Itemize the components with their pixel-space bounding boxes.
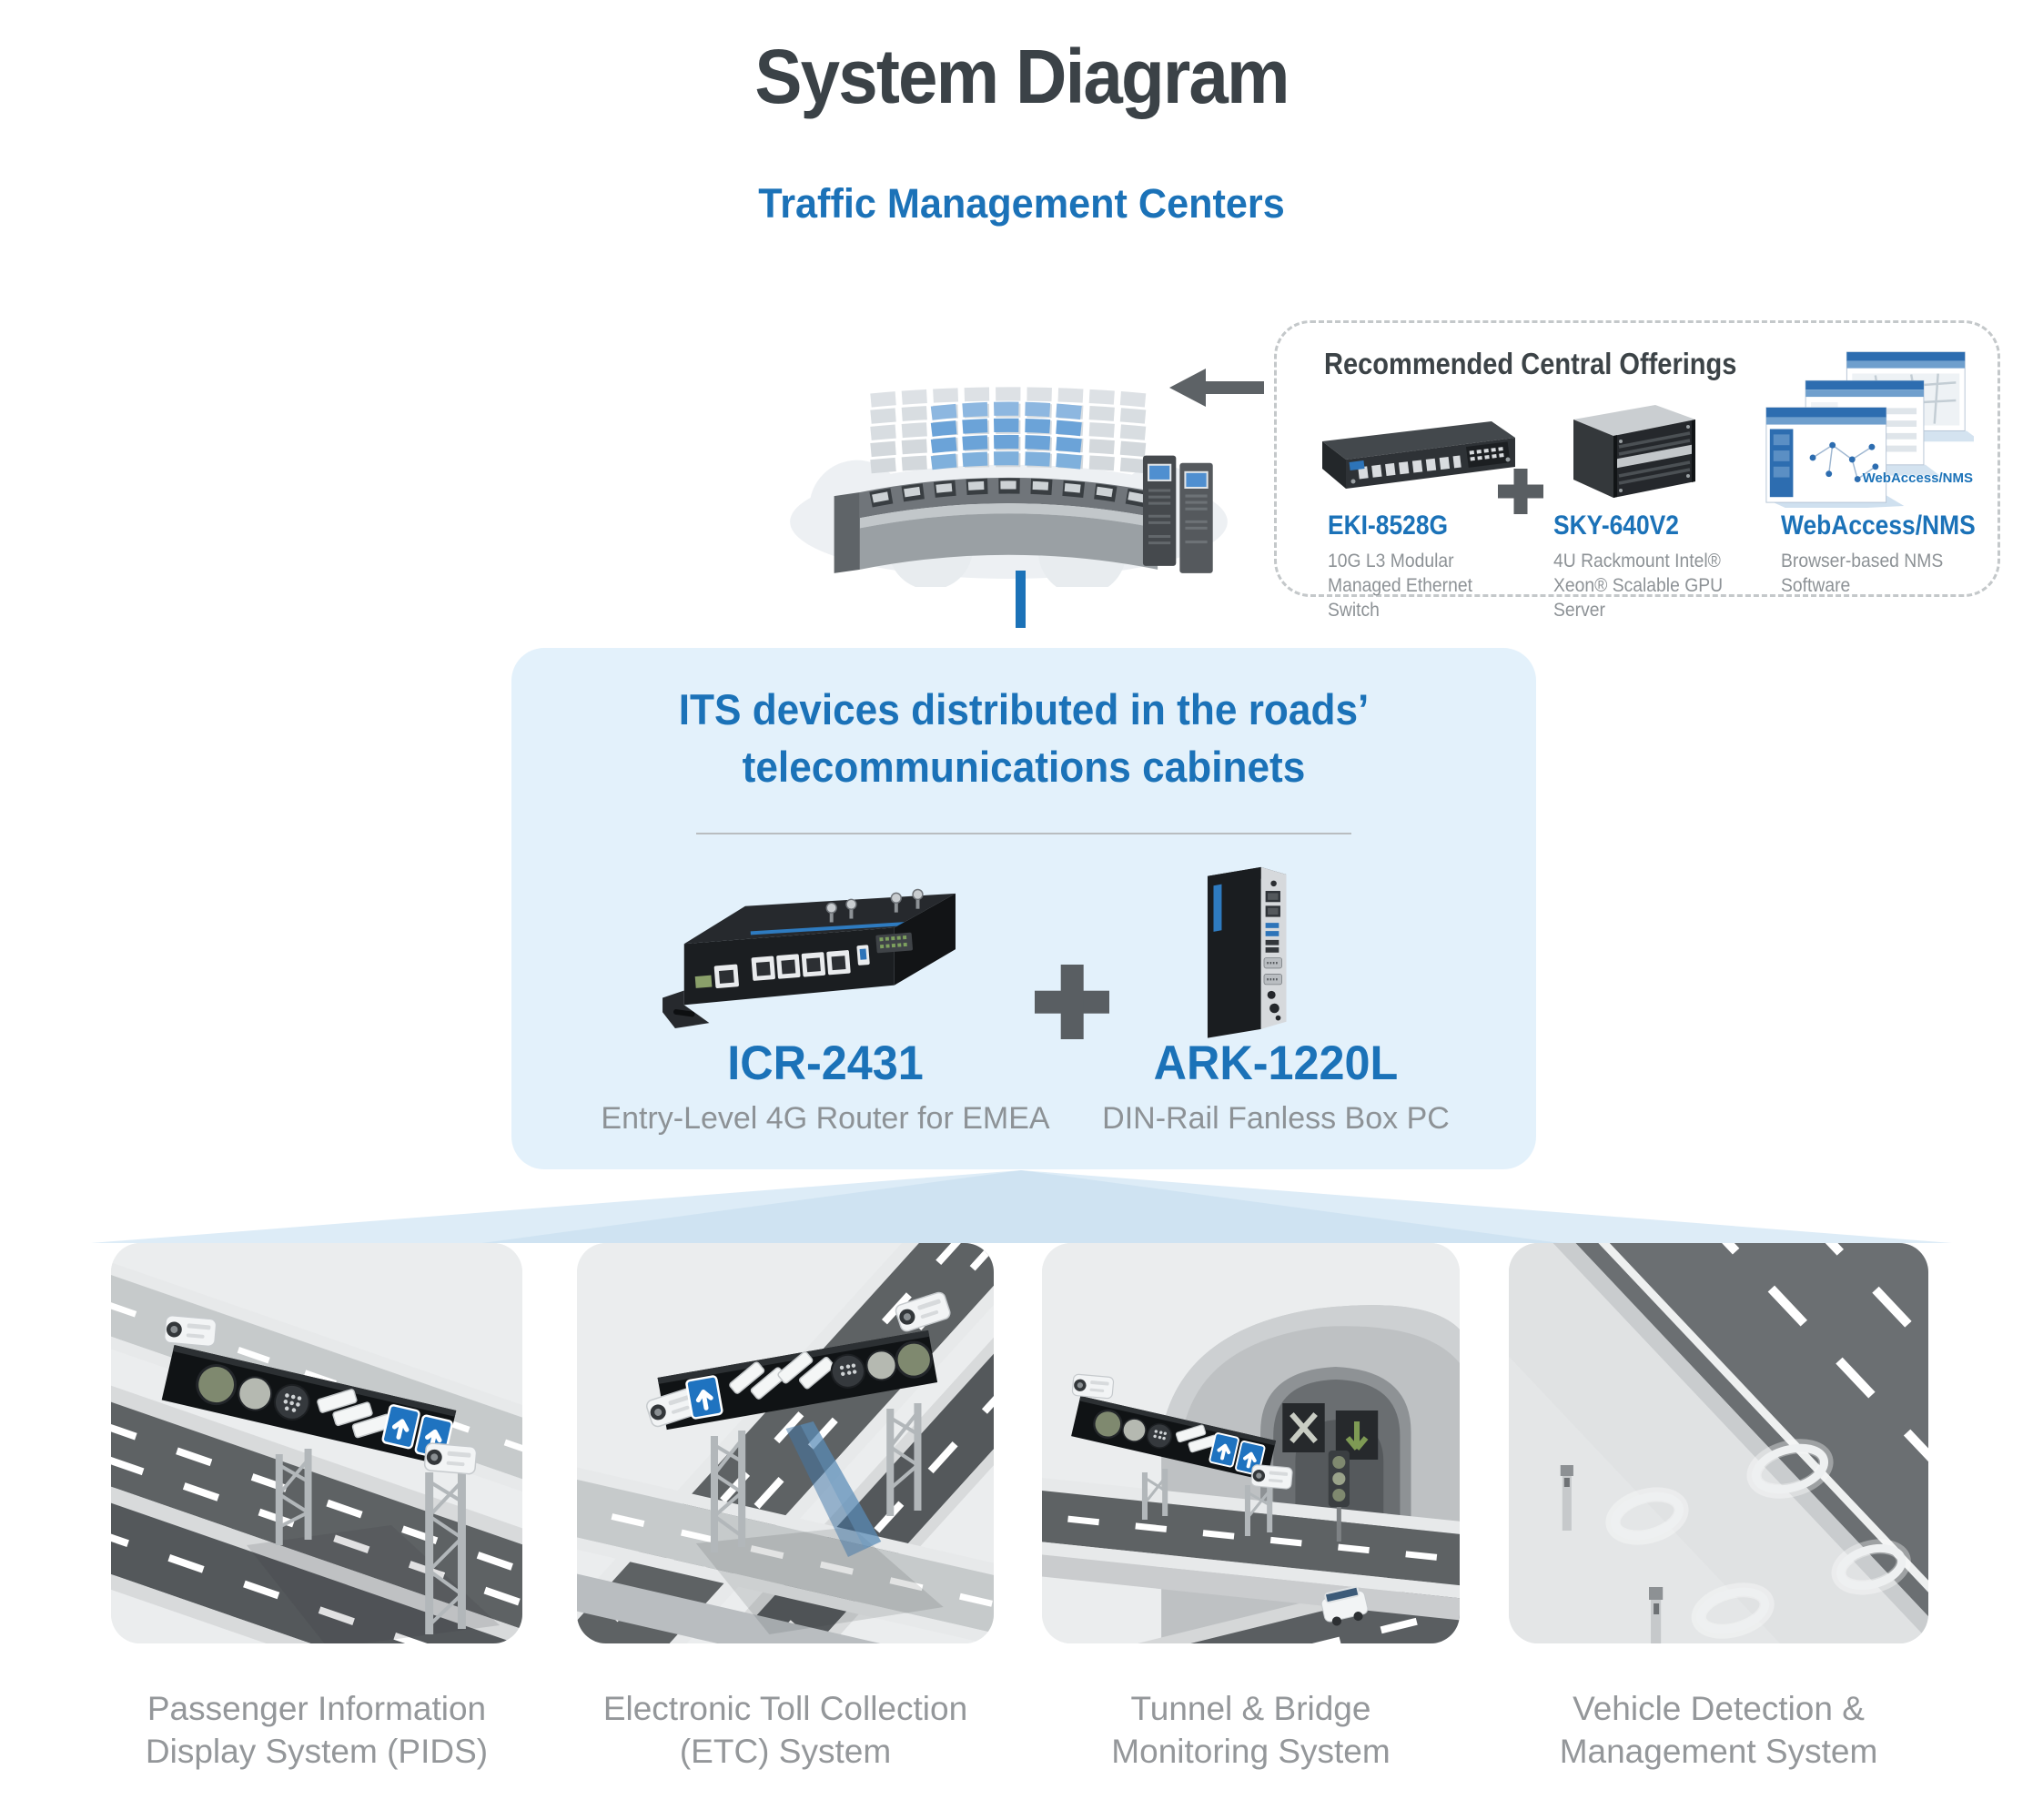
router-image [662, 888, 956, 1029]
camera-icon [1249, 1463, 1294, 1491]
box-pc-ports [1263, 880, 1282, 1021]
caption-etc: Electronic Toll Collection (ETC) System [577, 1687, 994, 1773]
vehicle-detection-illustration [1509, 1243, 1928, 1643]
caption-line: Management System [1559, 1733, 1878, 1770]
gantry-board [1071, 1373, 1294, 1491]
caption-line: Monitoring System [1111, 1733, 1391, 1770]
camera-icon [1071, 1373, 1115, 1400]
product-desc-eki: 10G L3 Modular Managed Ethernet Switch [1328, 551, 1472, 621]
camera-icon [163, 1314, 217, 1348]
page-subtitle: Traffic Management Centers [758, 180, 1285, 227]
caption-line: Electronic Toll Collection [602, 1690, 968, 1727]
webaccess-watermark: WebAccess/NMS [1862, 470, 1973, 486]
caption-pids: Passenger Information Display System (PI… [111, 1687, 522, 1773]
app-panel-tunnel [1042, 1243, 1460, 1643]
pids-illustration [111, 1243, 522, 1643]
product-desc-webaccess: Browser-based NMS Software [1781, 551, 1944, 596]
gpu-server-image [1573, 405, 1695, 498]
cross-road [577, 1429, 994, 1643]
gantry-board [161, 1314, 478, 1476]
gantry-legs [1141, 1469, 1273, 1536]
router-ports [694, 932, 913, 988]
its-title-line1: ITS devices distributed in the roads’ [678, 685, 1370, 733]
divider [696, 833, 1351, 834]
product-desc-sky: 4U Rackmount Intel® Xeon® Scalable GPU S… [1553, 551, 1724, 621]
caption-line: Tunnel & Bridge [1130, 1690, 1371, 1727]
gantry-board [644, 1289, 953, 1431]
gantry-legs [275, 1449, 466, 1634]
vms-modules [317, 1389, 393, 1439]
caption-vehicle-detection: Vehicle Detection & Management System [1509, 1687, 1928, 1773]
product-desc-ark: DIN-Rail Fanless Box PC [1102, 1101, 1450, 1136]
roads [111, 1243, 522, 1643]
loop-sensors [1605, 1439, 1911, 1639]
etc-illustration [577, 1243, 994, 1643]
arrow-bar [1206, 381, 1264, 394]
caption-line: Passenger Information [147, 1690, 487, 1727]
vms-modules [729, 1350, 834, 1400]
caption-tunnel: Tunnel & Bridge Monitoring System [1042, 1687, 1460, 1773]
product-desc-icr: Entry-Level 4G Router for EMEA [601, 1101, 1050, 1136]
camera-icon [423, 1441, 478, 1476]
toll-scan-beam [785, 1421, 882, 1557]
control-center-illustration [790, 387, 1228, 587]
van [1320, 1586, 1369, 1626]
console-desk [834, 477, 1158, 573]
app-panel-vehicle-detection [1509, 1243, 1928, 1643]
recommended-central-offerings-panel: Recommended Central Offerings [1274, 320, 2000, 621]
its-title-line2: telecommunications cabinets [742, 743, 1306, 791]
plus-icon [1035, 965, 1109, 1039]
product-name-webaccess: WebAccess/NMS [1781, 511, 1976, 541]
bridge-road [1042, 1466, 1460, 1633]
video-wall [870, 387, 1148, 474]
left-arrow-icon [1169, 369, 1266, 407]
tunnel-illustration [1042, 1243, 1460, 1643]
arrow-head [1169, 369, 1206, 407]
ethernet-switch-image [1322, 421, 1515, 489]
matrix-sign-dots [283, 1393, 302, 1412]
product-name-sky: SKY-640V2 [1553, 511, 1679, 541]
antenna-icons [825, 888, 924, 923]
fan-connector [91, 1170, 1952, 1243]
roadside-posts [1560, 1465, 1664, 1643]
caption-line: Display System (PIDS) [145, 1733, 489, 1770]
plus-icon [1498, 469, 1543, 514]
server-racks [1142, 455, 1213, 573]
lower-road [1042, 1501, 1460, 1643]
gantry-legs [710, 1403, 922, 1552]
product-name-ark: ARK-1220L [1153, 1036, 1399, 1090]
page-title: System Diagram [754, 34, 1290, 119]
product-name-eki: EKI-8528G [1328, 511, 1449, 541]
product-name-icr: ICR-2431 [727, 1036, 924, 1090]
lane-closed-sign [1282, 1403, 1325, 1452]
app-panel-pids [111, 1243, 522, 1643]
road [1509, 1243, 1928, 1643]
its-devices-panel: ITS devices distributed in the roads’ te… [511, 648, 1536, 1169]
app-panel-etc [577, 1243, 994, 1643]
cloud-to-its-connector [1016, 571, 1026, 628]
box-pc-image [1207, 866, 1287, 1038]
offerings-title: Recommended Central Offerings [1324, 347, 1737, 380]
lane-arrow-sign-icon [686, 1376, 723, 1419]
nms-software-screens-image [1765, 351, 1974, 508]
nms-window-topology [1765, 407, 1887, 503]
caption-line: (ETC) System [679, 1733, 892, 1770]
caption-line: Vehicle Detection & [1573, 1690, 1865, 1727]
traffic-light [1328, 1451, 1350, 1542]
